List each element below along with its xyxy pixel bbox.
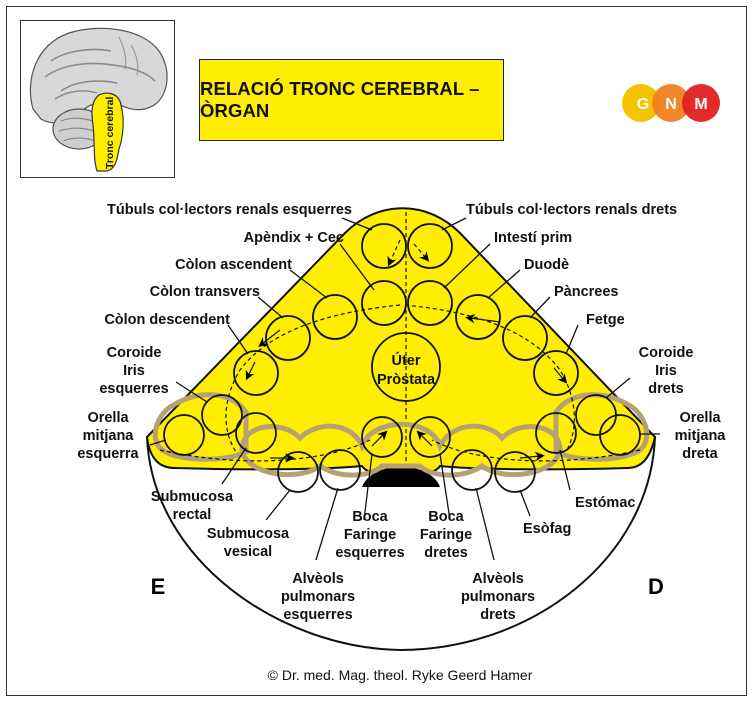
label-pancrees: Pàncrees [554, 284, 619, 300]
circle-uter-prostata [371, 332, 441, 402]
circle-fetge [533, 350, 579, 396]
gnm-logo: G N M [622, 84, 720, 122]
label-apendix-cec: Apèndix + Cec [244, 230, 344, 246]
circle-tubuls-right [407, 223, 453, 269]
logo-circle-m [682, 84, 720, 122]
label-coroide-right-3: drets [648, 381, 683, 397]
label-duode: Duodè [524, 257, 569, 273]
logo-circle-g [622, 84, 660, 122]
label-boca-left-3: esquerres [335, 545, 404, 561]
label-colon-transvers: Còlon transvers [150, 284, 260, 300]
circle-tubuls-left [361, 223, 407, 269]
brain-illustration: Tronc cerebral [29, 27, 168, 172]
circle-submucosa-rectal [235, 412, 277, 454]
label-submucosa-vesical-2: vesical [224, 544, 272, 560]
organ-ring-bottom [239, 421, 563, 478]
circle-pancrees [502, 315, 548, 361]
circle-orella-right [599, 414, 641, 456]
label-submucosa-rectal-1: Submucosa [151, 489, 234, 505]
circle-orella-left [163, 414, 205, 456]
circle-colon-transvers [265, 315, 311, 361]
logo-letter-m: M [694, 96, 707, 113]
circle-duode [455, 294, 501, 340]
circle-submucosa-vesical [277, 451, 319, 493]
label-boca-right-1: Boca [428, 509, 464, 525]
circle-coroide-left [201, 394, 243, 436]
label-coroide-left-3: esquerres [99, 381, 168, 397]
circle-apendix [361, 280, 407, 326]
label-alveols-right-3: drets [480, 607, 515, 623]
circle-intesti [407, 280, 453, 326]
side-right-marker: D [648, 574, 664, 599]
label-boca-left-1: Boca [352, 509, 388, 525]
outer-frame [6, 6, 747, 696]
brainstem-label: Tronc cerebral [104, 97, 116, 169]
circle-alveols-left-1 [319, 449, 361, 491]
circle-boca-left [361, 416, 403, 458]
label-tubuls-esquerres: Túbuls col·lectors renals esquerres [107, 202, 352, 218]
page-title: RELACIÓ TRONC CEREBRAL – ÒRGAN [200, 78, 480, 121]
label-alveols-right-2: pulmonars [461, 589, 535, 605]
label-estomac: Estómac [575, 495, 635, 511]
circle-alveols-right-1 [451, 449, 493, 491]
label-orella-right-2: mitjana [675, 428, 727, 444]
logo-letter-n: N [665, 96, 677, 113]
circle-colon-descendent [233, 350, 279, 396]
label-orella-right-1: Orella [679, 410, 721, 426]
logo-circle-n [652, 84, 690, 122]
center-label-prostata: Pròstata [377, 372, 436, 388]
yellow-brainstem-area [145, 207, 657, 478]
label-tubuls-drets: Túbuls col·lectors renals drets [466, 202, 677, 218]
label-orella-left-1: Orella [87, 410, 129, 426]
black-dome [362, 466, 440, 487]
title-box: RELACIÓ TRONC CEREBRAL – ÒRGAN [199, 59, 504, 141]
label-coroide-right-1: Coroide [639, 345, 694, 361]
organ-circles [163, 223, 641, 493]
label-alveols-left-2: pulmonars [281, 589, 355, 605]
label-alveols-left-1: Alvèols [292, 571, 344, 587]
circle-esofag [494, 451, 536, 493]
label-submucosa-rectal-2: rectal [173, 507, 212, 523]
circle-colon-ascendent [312, 294, 358, 340]
label-boca-right-2: Faringe [420, 527, 472, 543]
circle-estomac [535, 412, 577, 454]
label-boca-right-3: dretes [424, 545, 468, 561]
label-alveols-left-3: esquerres [283, 607, 352, 623]
lower-section [145, 436, 657, 652]
logo-letter-g: G [637, 96, 649, 113]
copyright-credit: © Dr. med. Mag. theol. Ryke Geerd Hamer [268, 667, 533, 683]
label-alveols-right-1: Alvèols [472, 571, 524, 587]
label-coroide-right-2: Iris [655, 363, 677, 379]
side-left-marker: E [151, 574, 166, 599]
circle-boca-right [409, 416, 451, 458]
leader-lines [149, 217, 660, 561]
label-esofag: Esòfag [523, 521, 571, 537]
label-orella-left-3: esquerra [77, 446, 139, 462]
label-submucosa-vesical-1: Submucosa [207, 526, 290, 542]
brain-thumbnail: Tronc cerebral [20, 20, 175, 178]
brainstem-highlight [91, 92, 124, 172]
label-orella-left-2: mitjana [83, 428, 135, 444]
label-colon-descendent: Còlon descendent [104, 312, 230, 328]
label-fetge: Fetge [586, 312, 625, 328]
label-coroide-left-2: Iris [123, 363, 145, 379]
label-boca-left-2: Faringe [344, 527, 396, 543]
label-colon-ascendent: Còlon ascendent [175, 257, 292, 273]
label-coroide-left-1: Coroide [107, 345, 162, 361]
label-orella-right-3: dreta [682, 446, 718, 462]
label-intesti-prim: Intestí prim [494, 230, 572, 246]
center-label-uter: Úter [391, 351, 420, 369]
